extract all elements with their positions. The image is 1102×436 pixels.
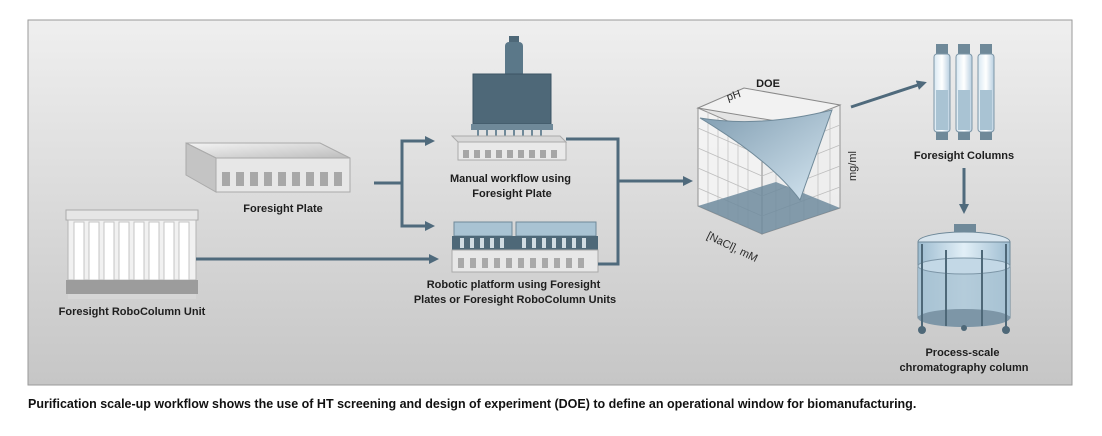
process-column-illustration xyxy=(917,224,1011,334)
figure-caption: Purification scale-up workflow shows the… xyxy=(28,397,917,411)
manual-workflow-label-line1: Manual workflow using xyxy=(450,173,571,185)
manual-workflow-illustration xyxy=(450,36,568,161)
ph-axis-label: pH xyxy=(725,88,742,104)
doe-cube xyxy=(696,87,842,235)
mgml-axis-label: mg/ml xyxy=(847,151,859,181)
split-arrows xyxy=(374,136,435,231)
robocolumn-unit-label: Foresight RoboColumn Unit xyxy=(59,306,206,318)
robotic-platform-label: Robotic platform using Foresight Plates … xyxy=(414,279,616,306)
manual-workflow-label: Manual workflow using Foresight Plate xyxy=(450,173,574,200)
process-column-label-line1: Process-scale xyxy=(925,347,999,359)
manual-workflow-label-line2: Foresight Plate xyxy=(472,188,551,200)
process-column-label: Process-scale chromatography column xyxy=(900,347,1029,374)
process-column-label-line2: chromatography column xyxy=(900,362,1029,374)
foresight-plate-illustration xyxy=(185,142,351,193)
robocolumn-unit-illustration xyxy=(65,209,199,299)
robotic-platform-label-line1: Robotic platform using Foresight xyxy=(427,279,601,291)
doe-to-columns-arrow xyxy=(850,80,927,109)
doe-label: DOE xyxy=(756,78,780,90)
robotic-platform-label-line2: Plates or Foresight RoboColumn Units xyxy=(414,294,616,306)
foresight-columns-illustration xyxy=(933,44,995,140)
robotic-platform-illustration xyxy=(451,221,599,273)
foresight-plate-label: Foresight Plate xyxy=(243,203,322,215)
foresight-columns-label: Foresight Columns xyxy=(914,150,1014,162)
merge-arrows xyxy=(566,137,693,266)
